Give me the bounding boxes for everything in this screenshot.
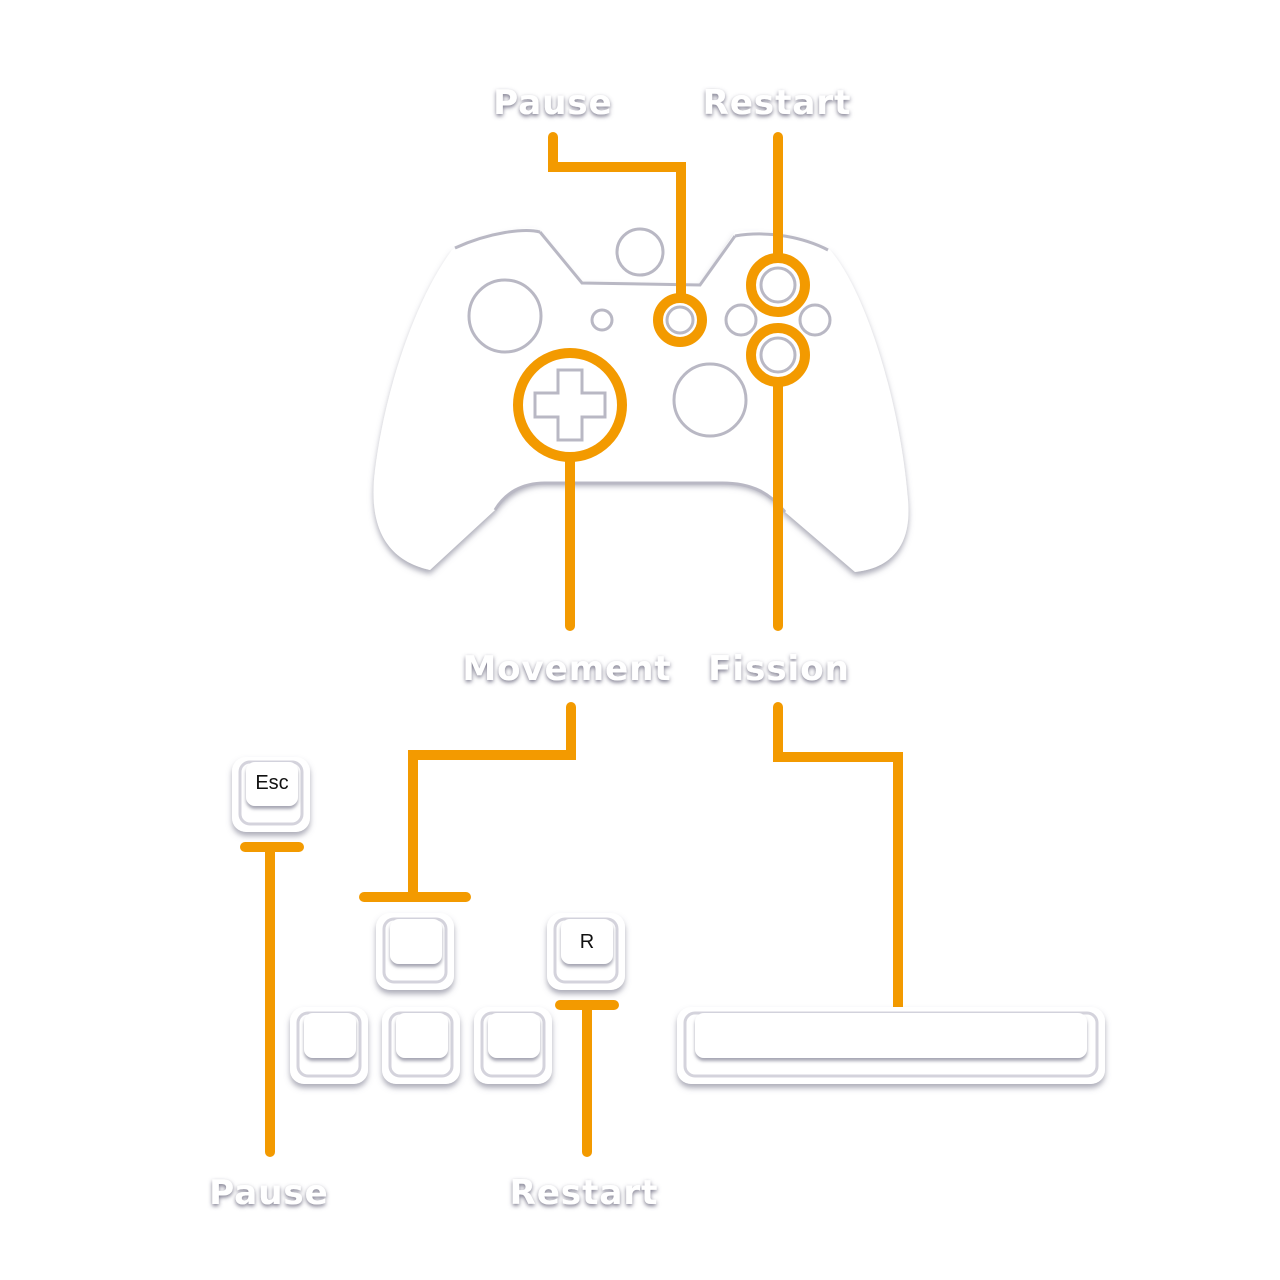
grip-edge xyxy=(493,481,787,513)
x-button[interactable] xyxy=(724,303,758,337)
left-bumper-edge xyxy=(454,229,541,250)
controller-pause-label: Pause xyxy=(493,83,612,123)
b-button[interactable] xyxy=(798,303,832,337)
space-key[interactable] xyxy=(677,1007,1105,1084)
y-button[interactable] xyxy=(759,266,797,304)
view-button[interactable] xyxy=(590,308,614,332)
right-stick[interactable] xyxy=(672,362,748,438)
fission-key-line xyxy=(773,702,903,1033)
restart-highlight-ring xyxy=(746,253,810,317)
esc-key[interactable]: Esc xyxy=(232,757,310,832)
a-button[interactable] xyxy=(759,336,797,374)
keyboard-pause-label: Pause xyxy=(209,1173,328,1213)
pause-callout-line xyxy=(548,132,686,303)
r-key-label: R xyxy=(580,931,594,953)
gamepad-body xyxy=(373,228,909,572)
left-key[interactable] xyxy=(290,1007,368,1084)
up-key[interactable] xyxy=(376,913,454,990)
pause-highlight-ring xyxy=(653,293,707,347)
menu-button[interactable] xyxy=(665,305,695,335)
right-bumper-edge xyxy=(734,232,829,252)
movement-keys-line xyxy=(408,702,576,900)
r-key[interactable]: R xyxy=(547,913,625,990)
left-stick[interactable] xyxy=(467,278,543,354)
down-key[interactable] xyxy=(382,1007,460,1084)
controller-restart-label: Restart xyxy=(703,83,852,123)
controller-callouts xyxy=(513,132,810,631)
dpad[interactable] xyxy=(533,368,607,442)
gamepad xyxy=(373,227,909,572)
keyboard-restart-label: Restart xyxy=(510,1173,659,1213)
fission-label: Fission xyxy=(708,649,850,689)
top-panel-edge xyxy=(538,231,737,287)
movement-label: Movement xyxy=(462,649,671,689)
esc-key-label: Esc xyxy=(255,772,288,794)
right-key[interactable] xyxy=(474,1007,552,1084)
home-button[interactable] xyxy=(615,227,665,277)
